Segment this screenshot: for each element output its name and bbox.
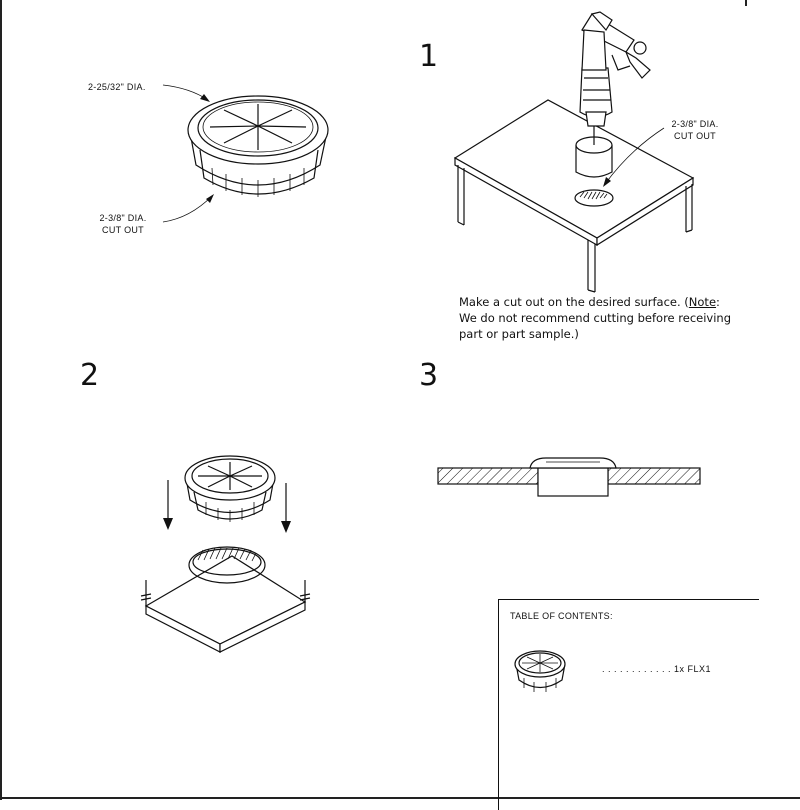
step-2-number: 2 xyxy=(80,358,100,393)
toc-item-label: 1x FLX1 xyxy=(674,664,712,674)
toc-item: . . . . . . . . . . . . 1x FLX1 xyxy=(602,664,711,674)
instruction-line-1: Make a cut out on the desired surface. (… xyxy=(459,294,759,310)
instruction-line-3: part or part sample.) xyxy=(459,327,579,341)
instruction-colon: : xyxy=(716,295,720,309)
drill-cutout-line1: 2-3/8" DIA. xyxy=(671,119,719,129)
cutout-label-line2: CUT OUT xyxy=(102,225,144,235)
right-border xyxy=(745,0,747,6)
step-1-number: 1 xyxy=(419,39,439,74)
instruction-note-word: Note xyxy=(688,295,717,309)
cutout-label-line1: 2-3/8" DIA. xyxy=(99,213,147,223)
top-diameter-label: 2-25/32" DIA. xyxy=(88,82,146,92)
left-border xyxy=(0,0,2,800)
instruction-line-2: We do not recommend cutting before recei… xyxy=(459,311,732,325)
instruction-text-a: Make a cut out on the desired surface. ( xyxy=(459,295,689,309)
toc-title: TABLE OF CONTENTS: xyxy=(510,611,613,621)
drill-cutout-line2: CUT OUT xyxy=(674,131,716,141)
table-of-contents-box xyxy=(498,599,759,810)
drill-cutout-label: 2-3/8" DIA. CUT OUT xyxy=(660,118,730,142)
step-1-instruction: Make a cut out on the desired surface. (… xyxy=(459,294,759,342)
toc-item-leader: . . . . . . . . . . . . xyxy=(602,664,672,674)
bottom-border xyxy=(0,797,800,799)
cutout-diameter-label: 2-3/8" DIA. CUT OUT xyxy=(93,212,153,236)
step-3-number: 3 xyxy=(419,358,439,393)
